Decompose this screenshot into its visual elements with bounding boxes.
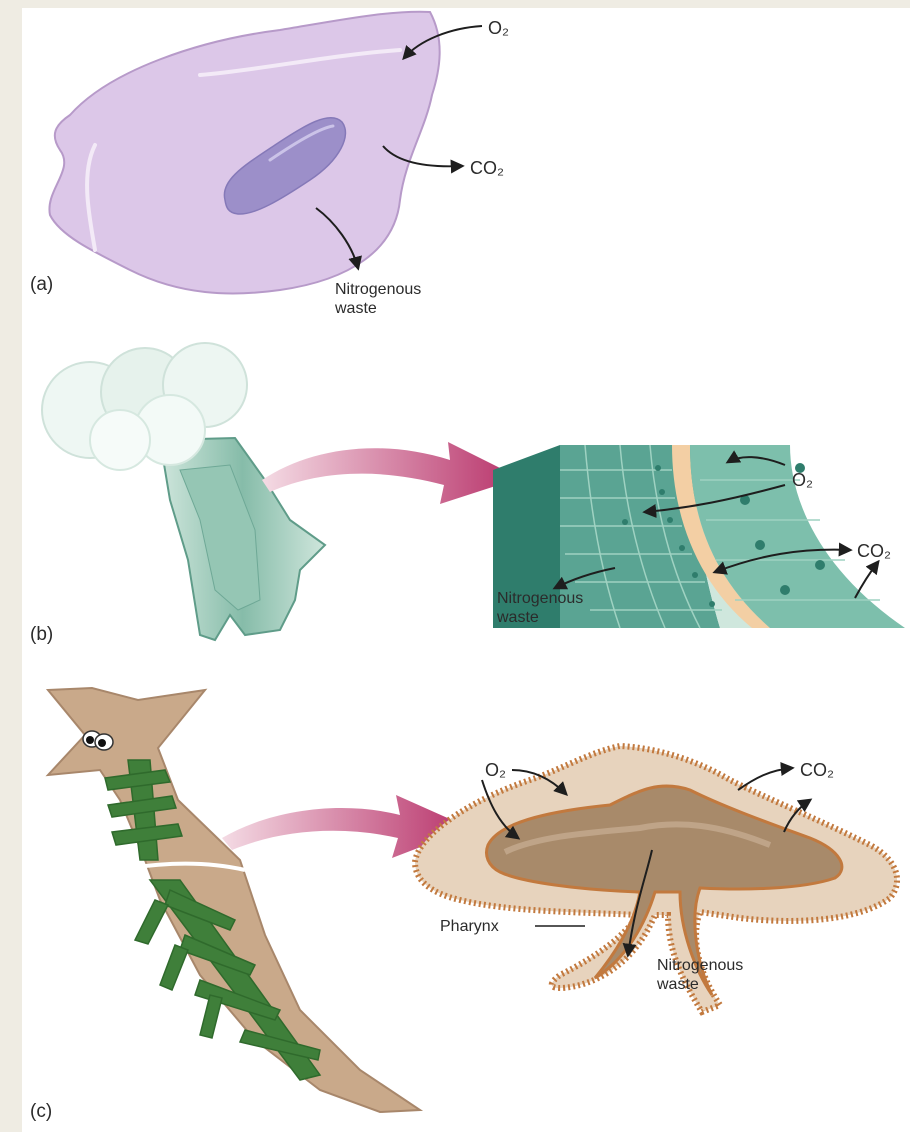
- top-border: [0, 0, 910, 8]
- flatworm-gut: [105, 760, 320, 1080]
- waste-label-line1: Nitrogenous: [335, 281, 421, 298]
- panel-label-c: (c): [30, 1101, 52, 1122]
- panel-label-a: (a): [30, 274, 53, 295]
- co2-label: CO₂: [470, 158, 504, 178]
- pharynx-label: Pharynx: [440, 918, 499, 935]
- waste-label-line2: waste: [334, 300, 377, 317]
- panel-label-b: (b): [30, 624, 53, 645]
- waste-label-line2: waste: [496, 609, 539, 626]
- left-border: [0, 0, 22, 1132]
- panel-a: O₂ CO₂ Nitrogenous waste (a): [30, 12, 509, 317]
- o2-label: O₂: [488, 18, 509, 38]
- o2-label: O₂: [485, 760, 506, 780]
- single-cell: [49, 12, 439, 294]
- panel-b: O₂ CO₂ Nitrogenous waste (b): [30, 343, 905, 645]
- waste-label-line1: Nitrogenous: [497, 590, 583, 607]
- zoom-arrow-b: [262, 442, 520, 504]
- panel-c: O₂ CO₂ Pharynx Nitrogenous waste (c): [30, 688, 897, 1122]
- co2-arrow: [855, 562, 878, 598]
- o2-label: O₂: [792, 470, 813, 490]
- waste-label-line1: Nitrogenous: [657, 957, 743, 974]
- waste-label-line2: waste: [656, 976, 699, 993]
- co2-label: CO₂: [800, 760, 834, 780]
- flatworm-body: [48, 688, 420, 1112]
- co2-label: CO₂: [857, 541, 891, 561]
